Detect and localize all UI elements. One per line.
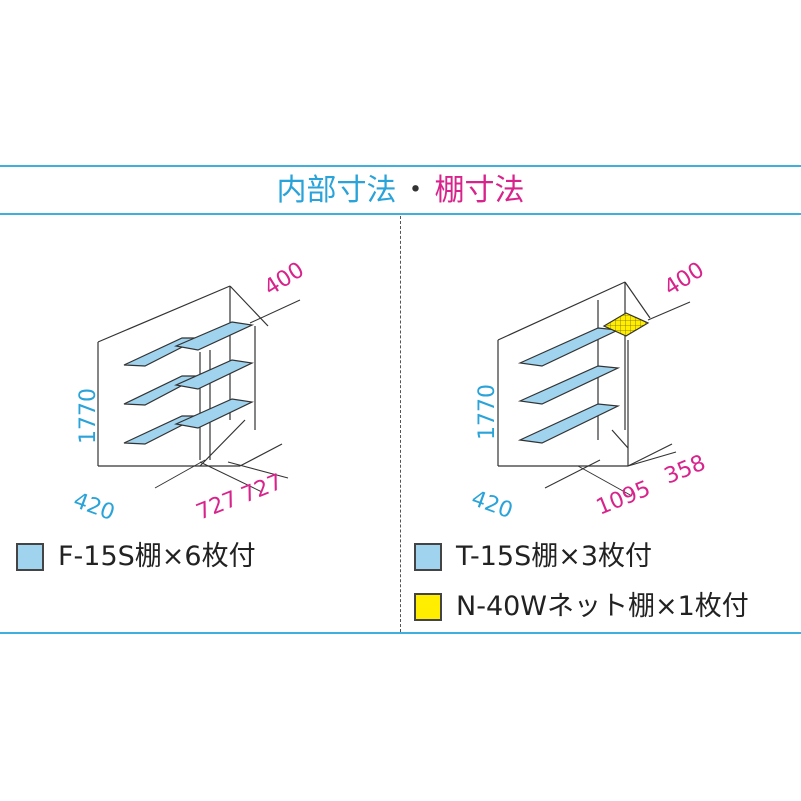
left-shelf-1b — [173, 321, 255, 351]
right-legend-label-2: N-40Wネット棚×1枚付 — [456, 591, 749, 622]
right-shelf-3 — [517, 403, 621, 444]
right-depth-line — [544, 459, 601, 489]
right-legend-item-1: T-15S棚×3枚付 — [414, 541, 652, 573]
title-separator: ・ — [400, 173, 431, 208]
right-post-foot — [611, 429, 629, 449]
left-box-floor-diagonal — [199, 419, 246, 467]
right-box-floor-right — [627, 443, 673, 467]
left-box-top-right-edge — [229, 285, 269, 327]
blue-shelf-swatch — [414, 543, 442, 571]
right-width-line-b — [627, 451, 677, 467]
left-dimension-lines — [154, 299, 301, 493]
left-width-line-b — [227, 461, 289, 479]
right-shelf-depth-label: 400 — [660, 258, 709, 301]
left-dimension-labels: 400 1770 420 727 727 — [70, 258, 309, 526]
left-width-line-a — [199, 461, 263, 493]
right-shelves — [517, 312, 650, 444]
title-internal-dimensions: 内部寸法 — [276, 173, 397, 208]
right-width-label-a: 1095 — [593, 476, 654, 520]
title-underline-rule — [0, 213, 801, 215]
right-shelf-depth-line — [647, 301, 691, 321]
left-shelf-3b — [173, 398, 255, 429]
right-box-top-right-edge — [624, 281, 651, 319]
left-height-label: 1770 — [76, 388, 101, 444]
left-depth-label: 420 — [70, 488, 118, 526]
right-width-label-b: 358 — [661, 451, 709, 490]
right-width-line-a — [577, 465, 633, 497]
left-shelves — [123, 321, 255, 445]
right-dimension-labels: 400 1770 420 1095 358 — [468, 258, 709, 524]
left-box-top-left-edge — [97, 285, 231, 343]
left-legend-label: F-15S棚×6枚付 — [58, 541, 256, 572]
right-legend-label-1: T-15S棚×3枚付 — [456, 541, 653, 572]
page-title: 内部寸法・棚寸法 — [0, 170, 801, 212]
title-shelf-dimensions: 棚寸法 — [434, 173, 525, 208]
right-height-label: 1770 — [475, 384, 500, 440]
left-storage-diagram — [97, 285, 283, 467]
blue-shelf-swatch — [16, 543, 44, 571]
right-legend-item-2: N-40Wネット棚×1枚付 — [414, 591, 749, 623]
panel-divider — [400, 216, 401, 632]
right-dimension-lines — [544, 301, 691, 497]
left-width-label-b: 727 — [238, 470, 286, 509]
right-depth-label: 420 — [468, 486, 516, 524]
left-shelf-depth-line — [249, 299, 301, 324]
top-rule — [0, 165, 801, 167]
left-width-label-a: 727 — [193, 487, 241, 526]
net-shelf-swatch — [414, 593, 442, 621]
right-shelf-1 — [517, 327, 621, 367]
right-shelf-2 — [517, 365, 621, 405]
bottom-rule — [0, 632, 801, 634]
left-box-floor-right — [239, 443, 283, 467]
left-legend-item: F-15S棚×6枚付 — [16, 541, 256, 573]
right-box-top-left-edge — [497, 281, 626, 341]
left-shelf-depth-label: 400 — [260, 258, 309, 301]
left-depth-line — [154, 459, 206, 489]
left-shelf-2b — [173, 359, 255, 390]
right-net-shelf — [602, 312, 650, 337]
